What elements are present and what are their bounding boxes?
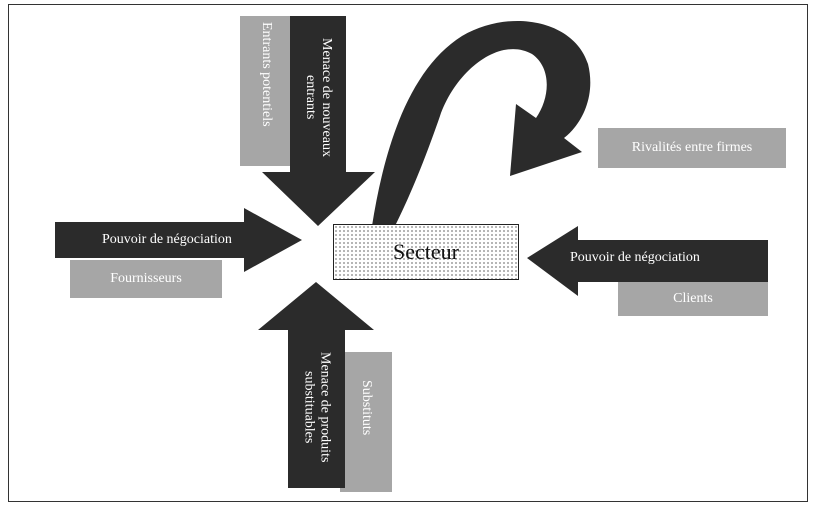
bottom-arrow-label: Menace de produits substituables [301,351,333,463]
bottom-up-arrow [258,282,374,488]
top-box-label: Entrants potentiels [259,22,274,127]
diagram-frame [8,4,808,502]
bottom-grey-box [340,352,392,492]
left-box-label: Fournisseurs [110,271,182,286]
right-box-label: Clients [673,291,713,306]
right-left-arrow [527,226,768,296]
top-down-arrow [262,16,375,226]
center-sector-box: Secteur [333,224,519,280]
rivalry-grey-box [598,128,786,168]
right-arrow-label: Pouvoir de négociation [570,250,700,265]
left-grey-box [70,260,222,298]
top-arrow-label: Menace de nouveaux entrants [303,37,334,157]
bottom-box-label: Substituts [359,380,374,436]
left-right-arrow [55,208,302,272]
left-arrow-label: Pouvoir de négociation [102,232,232,247]
right-grey-box [618,282,768,316]
rivalry-label: Rivalités entre firmes [631,140,753,155]
rivalry-curved-arrow [372,20,591,228]
top-grey-box [240,16,292,166]
